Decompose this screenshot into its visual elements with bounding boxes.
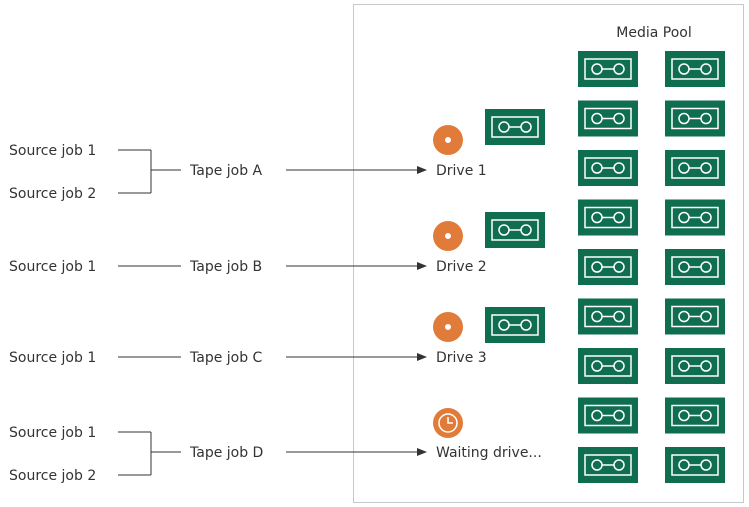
target-label: Drive 2 — [436, 259, 487, 275]
disc-icon — [433, 221, 463, 251]
tape-job-label: Tape job B — [189, 259, 262, 275]
media-pool-tape-icon — [578, 447, 638, 483]
job-group: Source job 1 Source job 2 Tape job A Drive … — [9, 109, 545, 202]
target-label: Drive 1 — [436, 163, 487, 179]
source-job-label: Source job 1 — [9, 425, 96, 441]
disc-icon — [433, 312, 463, 342]
media-pool-tape-icon — [665, 51, 725, 87]
disc-icon — [433, 125, 463, 155]
tape-job-label: Tape job D — [189, 445, 263, 461]
media-pool-tape-icon — [665, 199, 725, 236]
media-pool-tape-icon — [578, 199, 638, 236]
media-pool-tape-icon — [665, 348, 725, 384]
media-pool-tape-icon — [578, 397, 638, 434]
media-pool-tape-icon — [578, 249, 638, 285]
source-job-label: Source job 1 — [9, 143, 96, 159]
source-job-label: Source job 2 — [9, 468, 96, 484]
clock-icon — [433, 408, 463, 438]
job-group: Source job 1 Tape job B Drive 2 — [9, 212, 545, 275]
media-pool-tape-icon — [665, 100, 725, 137]
media-pool-tape-icon — [665, 298, 725, 335]
media-pool-tape-icon — [665, 397, 725, 434]
media-pool-label: Media Pool — [616, 25, 691, 41]
loaded-tape-icon — [485, 307, 545, 343]
media-pool-tape-icon — [578, 298, 638, 335]
media-pool-tape-icon — [665, 249, 725, 285]
job-groups: Source job 1 Source job 2 Tape job A Drive … — [9, 109, 545, 484]
source-job-label: Source job 2 — [9, 186, 96, 202]
target-label: Drive 3 — [436, 350, 487, 366]
media-pool-tape-icon — [578, 100, 638, 137]
tape-job-label: Tape job C — [189, 350, 263, 366]
source-job-label: Source job 1 — [9, 259, 96, 275]
target-label: Waiting drive... — [436, 445, 542, 461]
media-pool-tape-icon — [578, 348, 638, 384]
job-group: Source job 1 Source job 2 Tape job D Waitin… — [9, 408, 542, 484]
media-pool-tape-icon — [665, 150, 725, 186]
loaded-tape-icon — [485, 109, 545, 145]
source-job-label: Source job 1 — [9, 350, 96, 366]
media-pool-tape-icon — [665, 447, 725, 483]
tape-job-label: Tape job A — [189, 163, 263, 179]
loaded-tape-icon — [485, 212, 545, 248]
media-pool — [578, 51, 725, 483]
job-group: Source job 1 Tape job C Drive 3 — [9, 307, 545, 366]
media-pool-tape-icon — [578, 150, 638, 186]
media-pool-tape-icon — [578, 51, 638, 87]
